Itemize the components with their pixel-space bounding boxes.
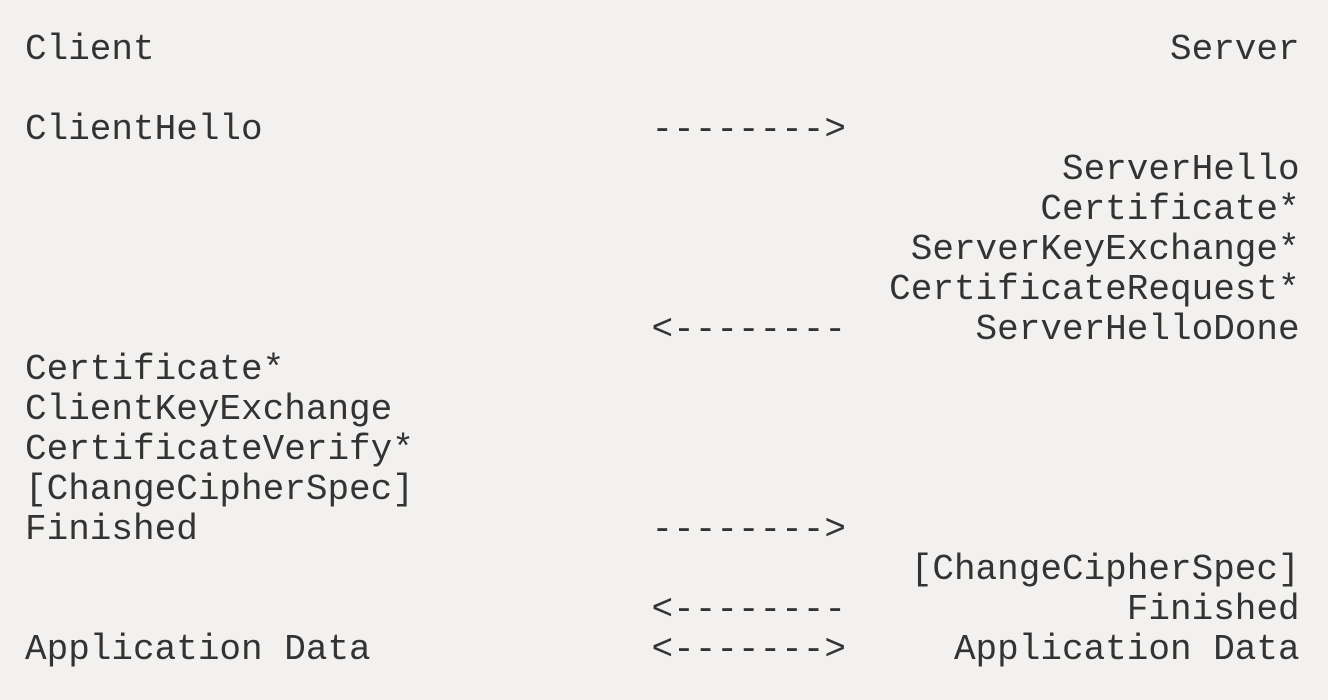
server-certificate-row: Certificate* [25,189,1300,230]
client-change-cipher-spec-row: [ChangeCipherSpec] [25,469,414,510]
application-data-row: Application Data <-------> Application D… [25,629,1300,670]
client-finished-row: Finished --------> [25,509,846,550]
client-key-exchange-row: ClientKeyExchange [25,389,393,430]
client-certificate-row: Certificate* [25,349,285,390]
server-hello-done-row: <-------- ServerHelloDone [25,309,1300,350]
server-key-exchange-row: ServerKeyExchange* [25,229,1300,270]
spacer-row [25,70,1328,110]
certificate-request-row: CertificateRequest* [25,269,1300,310]
certificate-verify-row: CertificateVerify* [25,429,414,470]
server-change-cipher-spec-row: [ChangeCipherSpec] [25,549,1300,590]
server-hello-row: ServerHello [25,149,1300,190]
server-finished-row: <-------- Finished [25,589,1300,630]
actors-row: Client Server [25,29,1300,70]
client-hello-row: ClientHello --------> [25,109,846,150]
